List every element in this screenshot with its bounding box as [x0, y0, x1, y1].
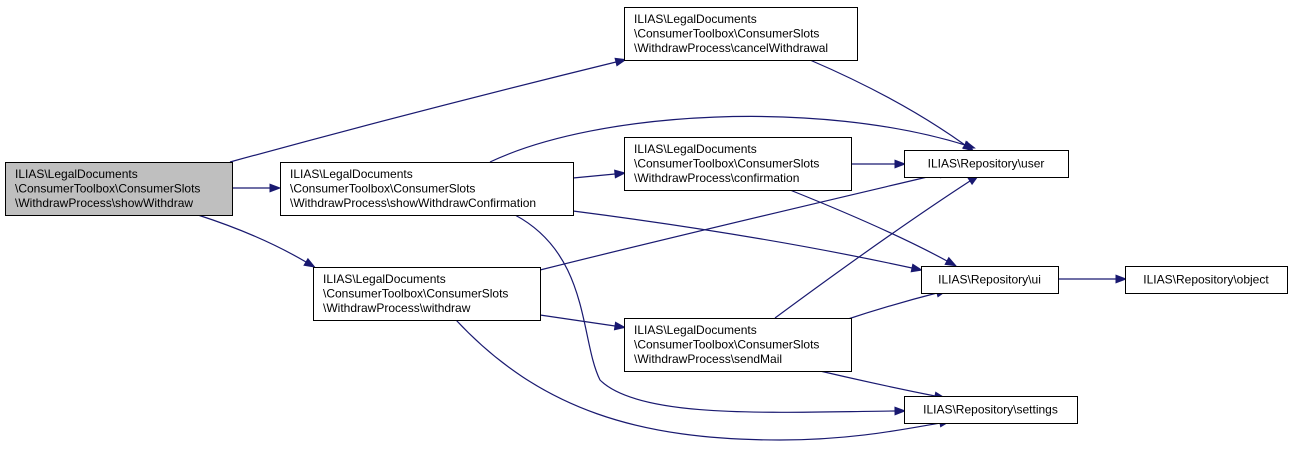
- edge-confirmation-to-ui: [789, 189, 958, 267]
- node-label-line: \WithdrawProcess\sendMail: [634, 352, 782, 366]
- node-label-line: \WithdrawProcess\confirmation: [634, 171, 799, 185]
- node-box[interactable]: [624, 7, 858, 61]
- node-label-line: \WithdrawProcess\withdraw: [323, 301, 471, 315]
- node-label-line: ILIAS\Repository\object: [1143, 272, 1269, 286]
- node-box[interactable]: [1125, 266, 1288, 294]
- edge-confirmation-to-user: [851, 159, 907, 169]
- edge-line: [789, 189, 948, 262]
- edge-arrowhead: [894, 159, 907, 169]
- node-label-line: \ConsumerToolbox\ConsumerSlots: [634, 337, 819, 351]
- node-label-line: ILIAS\Repository\ui: [938, 272, 1041, 286]
- edge-line: [539, 314, 616, 327]
- edges-layer: [197, 57, 1128, 441]
- edge-line: [774, 180, 971, 319]
- node-label-line: ILIAS\LegalDocuments: [323, 272, 446, 286]
- edge-arrowhead: [944, 256, 958, 267]
- edge-sendMail-to-settings: [819, 370, 947, 401]
- edge-arrowhead: [303, 257, 316, 268]
- edge-arrowhead: [269, 183, 282, 193]
- node-box[interactable]: [624, 137, 852, 191]
- edge-line: [539, 173, 941, 271]
- edge-arrowhead: [614, 57, 628, 67]
- node-showWithdraw[interactable]: ILIAS\LegalDocuments\ConsumerToolbox\Con…: [5, 162, 233, 216]
- node-settings[interactable]: ILIAS\Repository\settings: [904, 396, 1078, 424]
- edge-showWithdraw-to-showWithdrawConfirmation: [232, 183, 282, 193]
- edge-line: [572, 210, 913, 269]
- node-box[interactable]: [5, 162, 233, 216]
- edge-showWithdrawConfirmation-to-settings: [514, 214, 907, 416]
- node-label-line: ILIAS\LegalDocuments: [15, 167, 138, 181]
- edge-ui-to-object: [1058, 274, 1128, 284]
- node-user[interactable]: ILIAS\Repository\user: [904, 150, 1069, 178]
- edge-showWithdrawConfirmation-to-confirmation: [572, 169, 627, 179]
- node-label-line: ILIAS\LegalDocuments: [634, 142, 757, 156]
- node-label-line: ILIAS\Repository\user: [928, 156, 1045, 170]
- node-label-line: \ConsumerToolbox\ConsumerSlots: [634, 26, 819, 40]
- node-box[interactable]: [904, 150, 1069, 178]
- node-box[interactable]: [904, 396, 1078, 424]
- edge-showWithdraw-to-withdraw: [197, 214, 316, 268]
- node-label-line: ILIAS\LegalDocuments: [634, 12, 757, 26]
- edge-arrowhead: [894, 406, 907, 416]
- node-label-line: \ConsumerToolbox\ConsumerSlots: [323, 286, 508, 300]
- nodes-layer: ILIAS\LegalDocuments\ConsumerToolbox\Con…: [5, 7, 1288, 424]
- node-object[interactable]: ILIAS\Repository\object: [1125, 266, 1288, 294]
- edge-line: [809, 59, 966, 146]
- edge-showWithdrawConfirmation-to-ui: [572, 210, 924, 273]
- edge-showWithdraw-to-cancelWithdrawal: [229, 57, 628, 163]
- edge-line: [844, 292, 938, 321]
- node-label-line: ILIAS\LegalDocuments: [290, 167, 413, 181]
- edge-arrowhead: [1115, 274, 1128, 284]
- edge-arrowhead: [614, 169, 627, 179]
- node-box[interactable]: [280, 162, 574, 216]
- edge-line: [819, 370, 936, 397]
- node-label-line: \WithdrawProcess\cancelWithdrawal: [634, 41, 828, 55]
- node-box[interactable]: [313, 267, 541, 321]
- edge-line: [229, 61, 617, 163]
- edge-line: [514, 214, 896, 413]
- node-label-line: \WithdrawProcess\showWithdraw: [15, 196, 193, 210]
- edge-arrowhead: [613, 321, 627, 331]
- node-sendMail[interactable]: ILIAS\LegalDocuments\ConsumerToolbox\Con…: [624, 318, 852, 372]
- node-label-line: \WithdrawProcess\showWithdrawConfirmatio…: [290, 196, 536, 210]
- node-box[interactable]: [921, 266, 1059, 294]
- edge-line: [572, 173, 616, 179]
- node-withdraw[interactable]: ILIAS\LegalDocuments\ConsumerToolbox\Con…: [313, 267, 541, 321]
- edge-withdraw-to-sendMail: [539, 314, 627, 331]
- node-label-line: ILIAS\LegalDocuments: [634, 323, 757, 337]
- node-showWithdrawConfirmation[interactable]: ILIAS\LegalDocuments\ConsumerToolbox\Con…: [280, 162, 574, 216]
- node-box[interactable]: [624, 318, 852, 372]
- edge-arrowhead: [961, 141, 975, 152]
- node-confirmation[interactable]: ILIAS\LegalDocuments\ConsumerToolbox\Con…: [624, 137, 852, 191]
- node-label-line: \ConsumerToolbox\ConsumerSlots: [290, 181, 475, 195]
- node-label-line: \ConsumerToolbox\ConsumerSlots: [15, 181, 200, 195]
- edge-line: [489, 115, 966, 163]
- node-ui[interactable]: ILIAS\Repository\ui: [921, 266, 1059, 294]
- edge-line: [455, 319, 941, 441]
- node-label-line: ILIAS\Repository\settings: [923, 402, 1058, 416]
- node-label-line: \ConsumerToolbox\ConsumerSlots: [634, 156, 819, 170]
- edge-line: [197, 214, 307, 263]
- node-cancelWithdrawal[interactable]: ILIAS\LegalDocuments\ConsumerToolbox\Con…: [624, 7, 858, 61]
- edge-cancelWithdrawal-to-user: [809, 59, 975, 152]
- edge-arrowhead: [910, 263, 924, 273]
